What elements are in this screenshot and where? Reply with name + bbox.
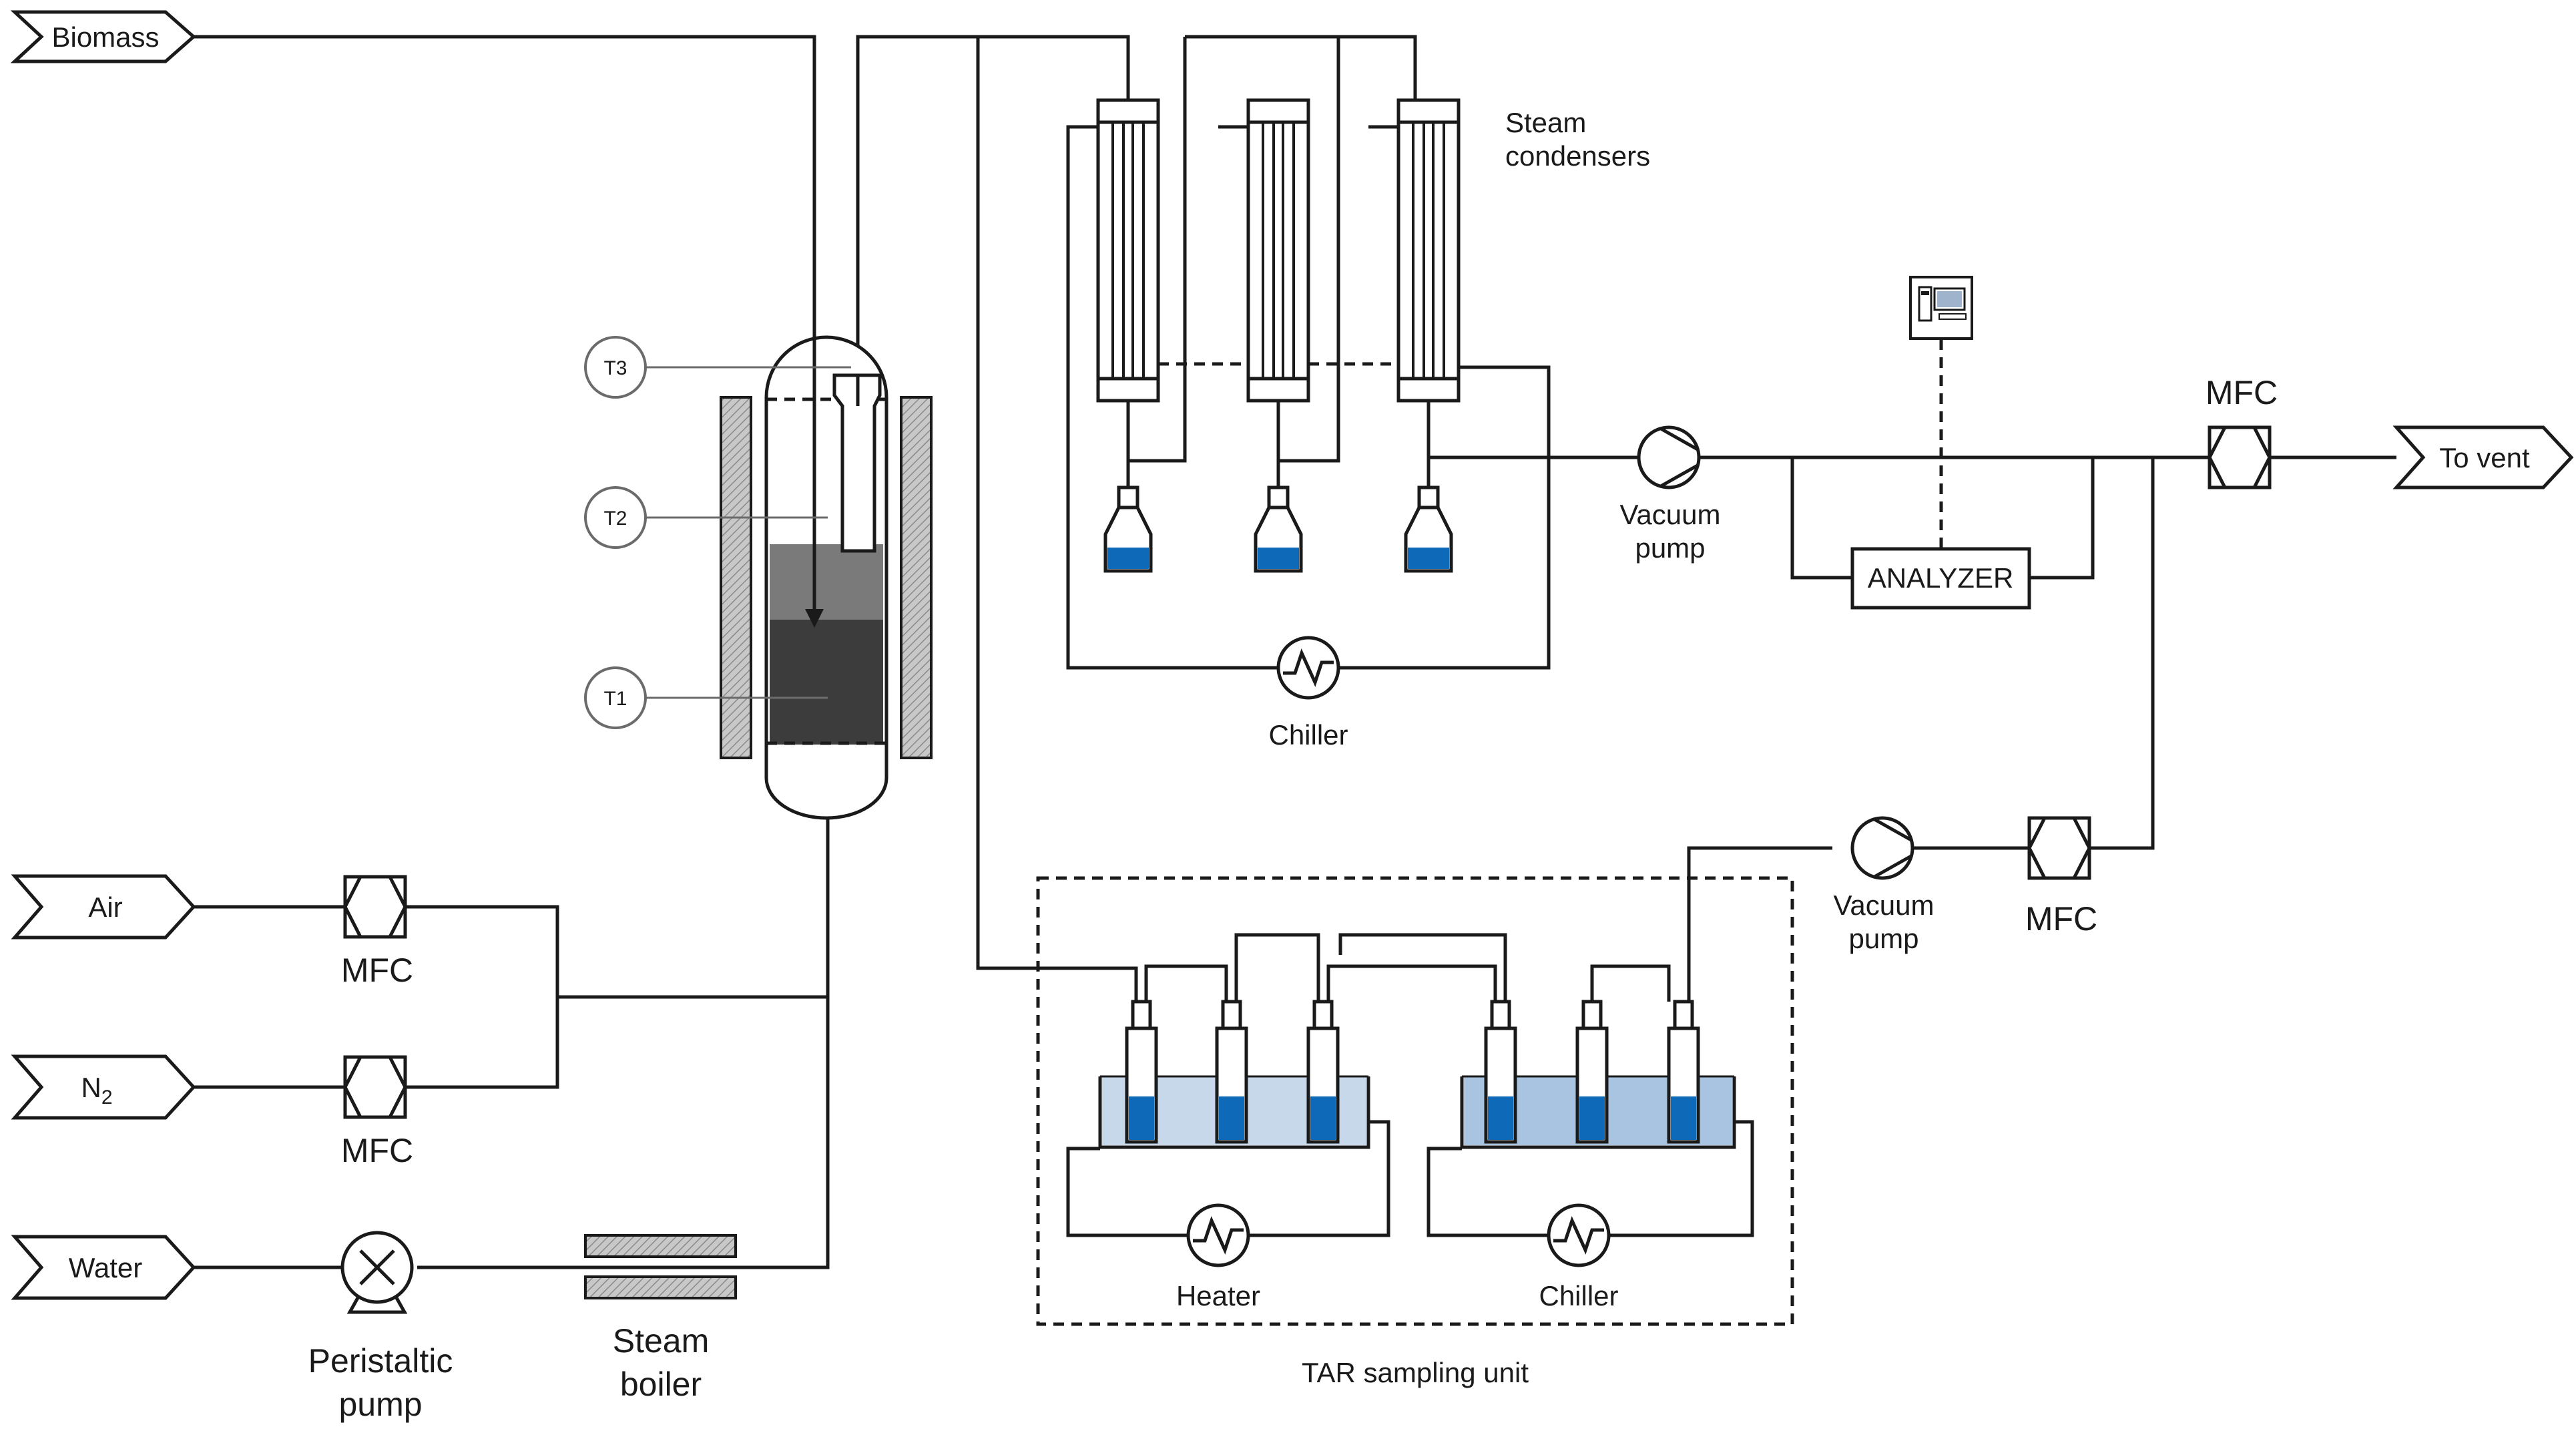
svg-text:TAR sampling unit: TAR sampling unit (1302, 1357, 1529, 1388)
steam-condensers-label: Steam (1505, 107, 1586, 138)
n2-inlet-tag: N2 (11, 1054, 196, 1120)
steam-condensers-label-2: condensers (1505, 140, 1650, 172)
svg-text:Steam: Steam (613, 1322, 710, 1360)
svg-text:Chiller: Chiller (1539, 1280, 1618, 1311)
air-inlet-tag: Air (11, 874, 196, 940)
computer-icon (1909, 276, 1973, 340)
steam-condenser-2 (1246, 98, 1310, 403)
mfc-vent: MFC (2206, 374, 2278, 487)
tar-chiller: Chiller (1539, 1205, 1619, 1311)
peristaltic-pump: Peristaltic pump (308, 1231, 453, 1423)
gasifier-reactor (720, 37, 933, 820)
svg-text:MFC: MFC (341, 1132, 413, 1169)
svg-text:T1: T1 (603, 688, 627, 710)
svg-text:T3: T3 (603, 357, 627, 379)
svg-text:Peristaltic: Peristaltic (308, 1342, 453, 1380)
condensate-vessel-3 (1406, 487, 1451, 571)
svg-text:Heater: Heater (1176, 1280, 1260, 1311)
svg-text:pump: pump (338, 1386, 422, 1423)
svg-text:pump: pump (1848, 923, 1918, 954)
svg-text:pump: pump (1635, 532, 1705, 564)
mfc-n2: MFC (341, 1057, 413, 1169)
mfc-air: MFC (341, 877, 413, 989)
pipe-lines (194, 35, 2396, 1269)
tar-sampling-unit: TAR sampling unit (1036, 876, 1794, 1388)
tar-heater: Heater (1176, 1205, 1260, 1311)
impinger-bottle-5 (1577, 1002, 1607, 1142)
chiller-main: Chiller (1268, 638, 1348, 751)
vacuum-pump-2: Vacuum pump (1834, 818, 1935, 954)
mfc-tar: MFC (2025, 818, 2097, 938)
svg-text:boiler: boiler (620, 1366, 702, 1403)
steam-condenser-1 (1096, 98, 1160, 403)
svg-text:Chiller: Chiller (1268, 719, 1348, 751)
thermocouple-t2: T2 (584, 486, 828, 549)
svg-text:N2: N2 (81, 1072, 112, 1108)
svg-text:MFC: MFC (341, 952, 413, 989)
svg-text:Water: Water (69, 1252, 142, 1283)
impinger-bottle-1 (1127, 1002, 1156, 1142)
impinger-bottle-6 (1669, 1002, 1698, 1142)
vacuum-pump-1: Vacuum pump (1620, 427, 1721, 564)
thermocouple-t1: T1 (584, 666, 828, 729)
gas-analyzer: ANALYZER (1850, 547, 2031, 610)
condensate-vessel-2 (1256, 487, 1301, 571)
impinger-bottle-3 (1308, 1002, 1338, 1142)
steam-boiler: Steam boiler (584, 1234, 737, 1403)
svg-text:MFC: MFC (2025, 900, 2097, 938)
to-vent-outlet-tag: To vent (2392, 425, 2574, 489)
svg-text:Air: Air (88, 891, 122, 923)
water-inlet-tag: Water (11, 1235, 196, 1300)
impinger-bottle-4 (1486, 1002, 1515, 1142)
thermocouple-t3: T3 (584, 336, 851, 399)
svg-text:Vacuum: Vacuum (1620, 499, 1721, 530)
condensate-vessel-1 (1105, 487, 1151, 571)
impinger-bottle-2 (1217, 1002, 1246, 1142)
svg-text:T2: T2 (603, 507, 627, 530)
svg-text:Biomass: Biomass (51, 21, 159, 53)
biomass-inlet-tag: Biomass (10, 10, 196, 63)
steam-condenser-3 (1396, 98, 1461, 403)
svg-text:Vacuum: Vacuum (1834, 889, 1935, 921)
svg-text:ANALYZER: ANALYZER (1868, 562, 2014, 594)
svg-text:To vent: To vent (2439, 442, 2530, 473)
svg-text:MFC: MFC (2206, 374, 2278, 411)
